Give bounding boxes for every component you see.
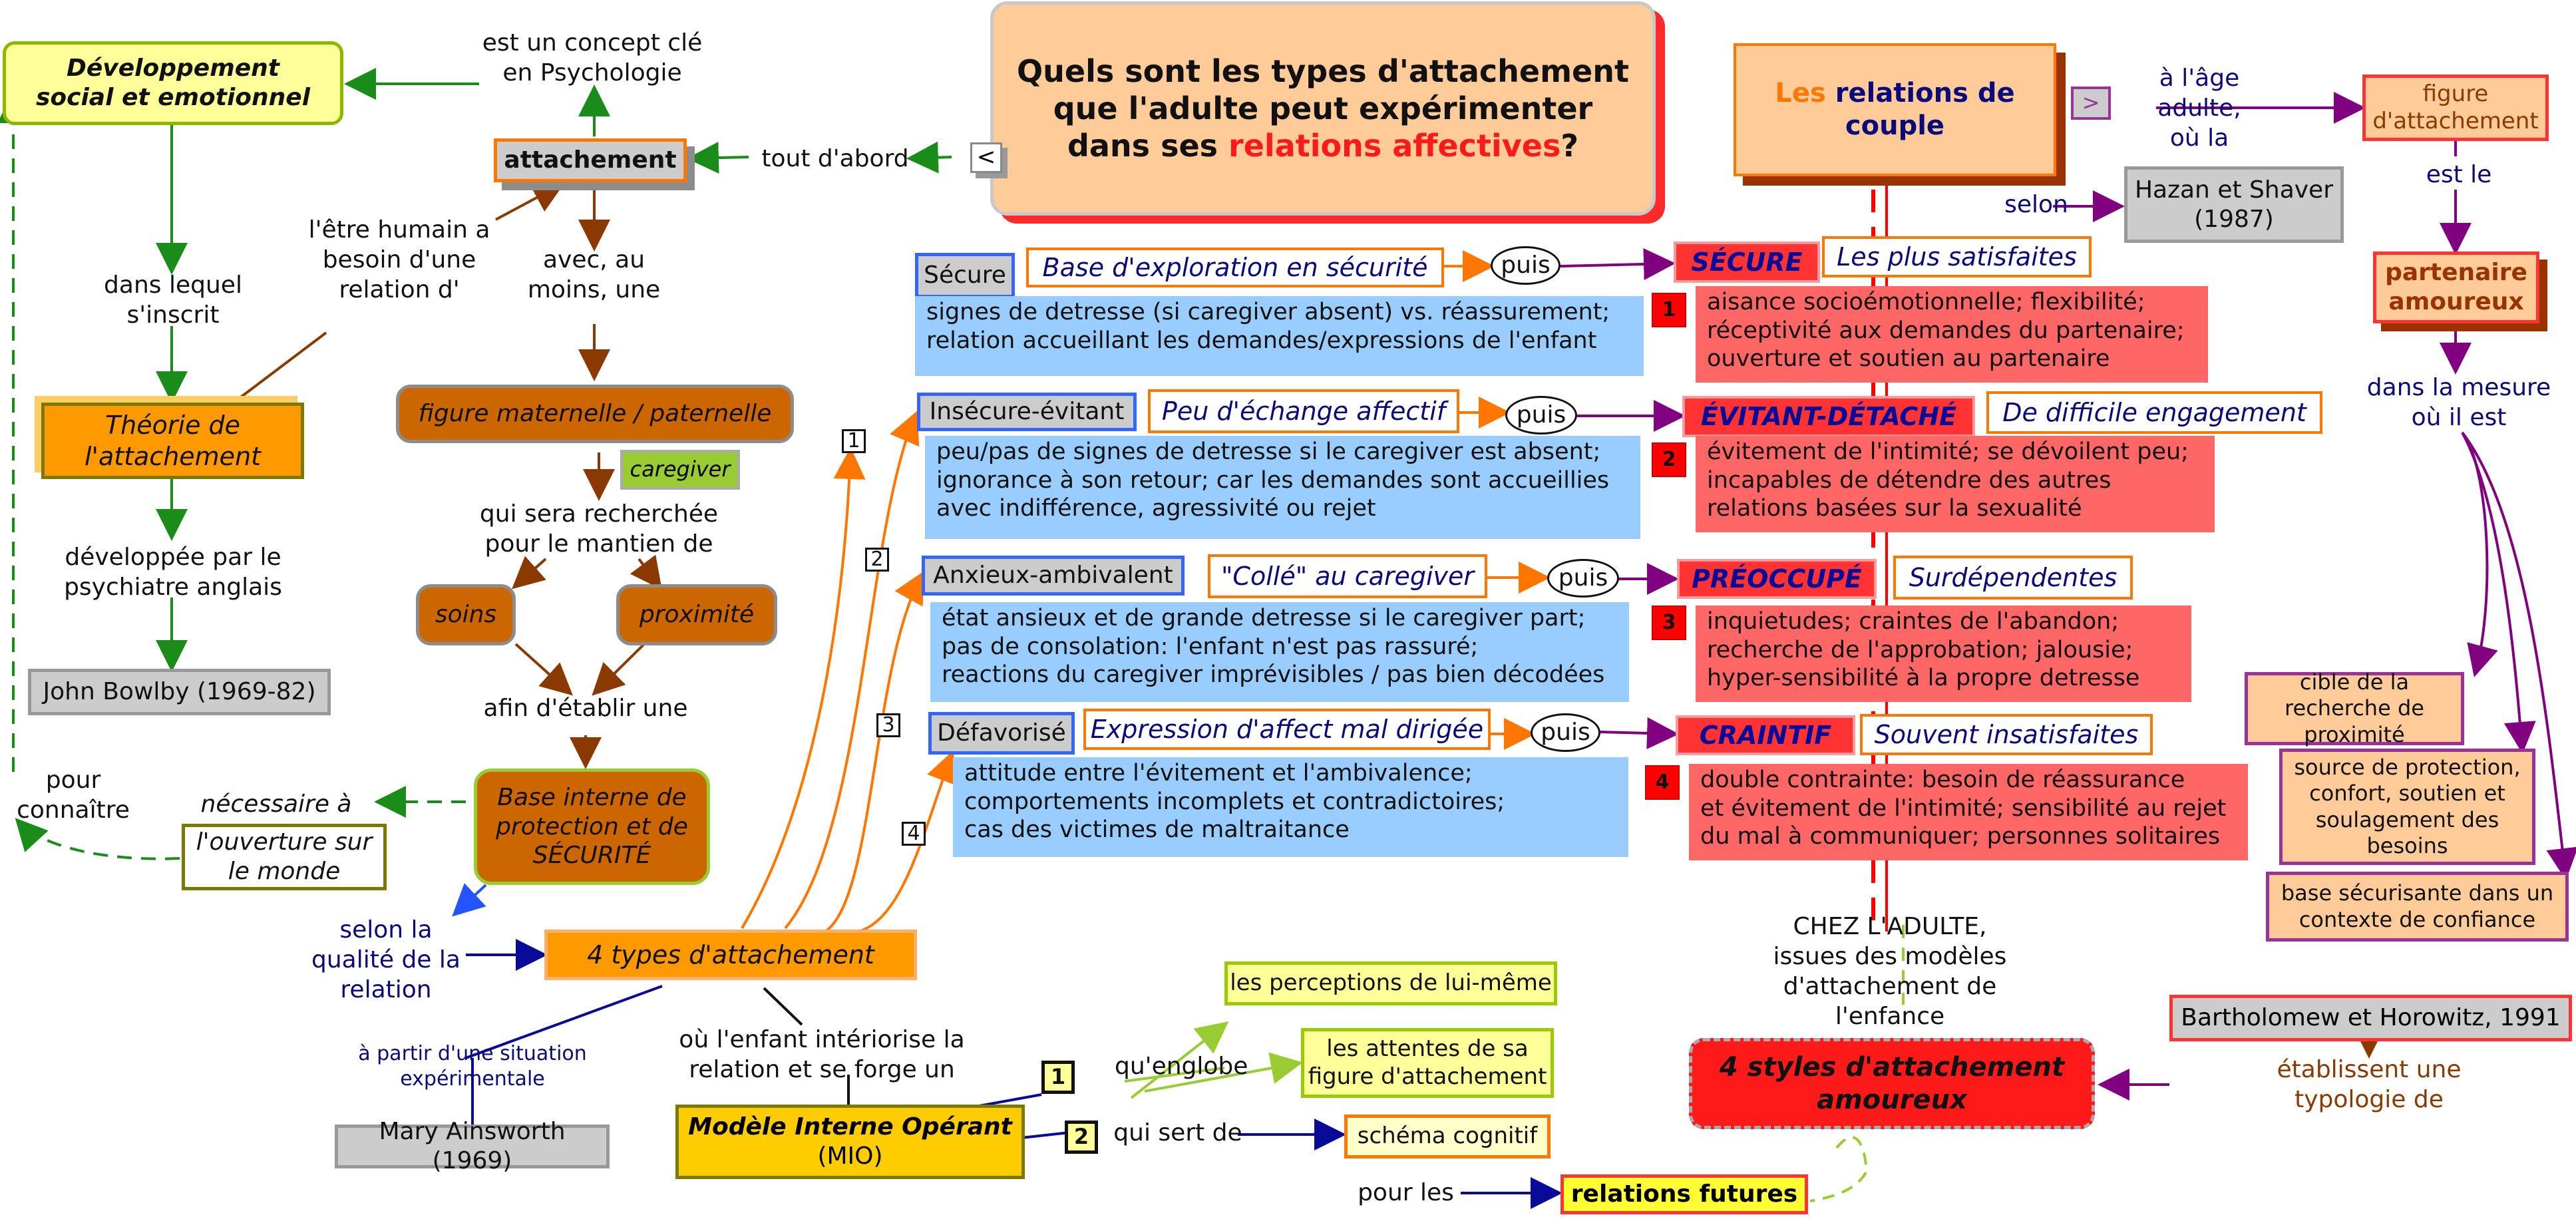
style-preoccupe-desc: Surdépendentes: [1893, 556, 2133, 600]
node-ouverture[interactable]: l'ouverture sur le monde: [182, 824, 387, 890]
label-afin: afin d'établir une: [483, 695, 688, 722]
label-pour-les: pour les: [1358, 1179, 1454, 1206]
node-attentes[interactable]: les attentes de sa figure d'attachement: [1301, 1028, 1554, 1098]
node-perceptions[interactable]: les perceptions de lui-même: [1224, 961, 1557, 1005]
label-qui-sert: qui sert de: [1113, 1119, 1242, 1146]
node-quatre-types[interactable]: 4 types d'attachement: [544, 930, 917, 980]
label-dans-lequel: dans lequel s'inscrit: [104, 271, 242, 329]
label-tout-dabord: tout d'abord: [761, 145, 909, 172]
label-quenglobe: qu'englobe: [1115, 1053, 1248, 1080]
title-line-3: dans ses relations affectives?: [1067, 128, 1579, 164]
node-bartholomew[interactable]: Bartholomew et Horowitz, 1991: [2169, 995, 2572, 1041]
node-attachement[interactable]: attachement: [494, 138, 687, 182]
node-hazan[interactable]: Hazan et Shaver (1987): [2124, 166, 2344, 243]
type-number-1: 1: [842, 429, 866, 453]
node-relations-couple[interactable]: Les relations de couple: [1734, 43, 2056, 176]
style-evitant-desc: De difficile engagement: [1986, 391, 2322, 434]
puis-3: puis: [1547, 559, 1619, 598]
type-defavorise-desc: Expression d'affect mal dirigée: [1083, 709, 1491, 750]
style-evitant-info: évitement de l'intimité; se dévoilent pe…: [1696, 436, 2215, 532]
type-secure-desc: Base d'exploration en sécurité: [1026, 248, 1444, 287]
label-etre-humain: l'être humain a besoin d'une relation d': [308, 216, 490, 303]
style-number-3: 3: [1652, 606, 1686, 640]
label-enfant-interiorise: où l'enfant intériorise la relation et s…: [679, 1026, 965, 1083]
node-dev-social[interactable]: Développement social et emotionnel: [3, 41, 343, 125]
type-secure-info: signes de detresse (si caregiver absent)…: [915, 296, 1644, 376]
style-number-2: 2: [1652, 442, 1686, 477]
style-craintif-desc: Souvent insatisfaites: [1860, 714, 2153, 755]
puis-2: puis: [1505, 396, 1577, 435]
type-secure[interactable]: Sécure: [915, 253, 1015, 298]
node-schema[interactable]: schéma cognitif: [1344, 1115, 1551, 1158]
style-number-4: 4: [1645, 765, 1680, 800]
style-preoccupe-info: inquietudes; craintes de l'abandon;reche…: [1696, 606, 2191, 702]
label-avec-moins: avec, au moins, une: [527, 246, 661, 303]
type-insecure-info: peu/pas de signes de detresse si le care…: [925, 436, 1640, 539]
style-number-1: 1: [1652, 293, 1686, 327]
puis-4: puis: [1531, 713, 1600, 752]
node-mio[interactable]: Modèle Interne Opérant (MIO): [675, 1105, 1025, 1179]
label-est-le: est le: [2426, 161, 2492, 188]
node-base-interne[interactable]: Base interne de protection et de SÉCURIT…: [474, 769, 710, 885]
style-craintif-info: double contrainte: besoin de réassurance…: [1689, 764, 2248, 860]
label-age-adulte: à l'âge adulte, où la: [2157, 65, 2241, 152]
label-selon: selon: [2004, 191, 2068, 218]
node-figure-attachement[interactable]: figure d'attachement: [2362, 75, 2549, 141]
mio-number-2: 2: [1065, 1121, 1098, 1154]
label-etablissent: établissent une typologie de: [2277, 1056, 2462, 1113]
style-secure[interactable]: SÉCURE: [1674, 242, 1820, 283]
style-secure-desc: Les plus satisfaites: [1822, 236, 2092, 277]
style-secure-info: aisance socioémotionnelle; flexibilité;r…: [1696, 286, 2208, 383]
node-caregiver-tag: caregiver: [620, 450, 740, 490]
puis-1: puis: [1491, 246, 1561, 285]
node-source[interactable]: source de protection, confort, soutien e…: [2279, 749, 2535, 865]
label-developpee: développée par le psychiatre anglais: [64, 544, 282, 601]
style-craintif[interactable]: CRAINTIF: [1676, 715, 1855, 755]
type-anxieux-ambivalent[interactable]: Anxieux-ambivalent: [922, 556, 1185, 596]
gt-marker: >: [2071, 87, 2111, 120]
type-anxieux-desc: "Collé" au caregiver: [1208, 554, 1487, 598]
type-number-4: 4: [902, 822, 926, 846]
label-concept-cle: est un concept clé en Psychologie: [482, 29, 703, 87]
type-defavorise[interactable]: Défavorisé: [928, 712, 1075, 755]
type-insecure-desc: Peu d'échange affectif: [1148, 389, 1459, 433]
type-anxieux-info: état ansieux et de grande detresse si le…: [930, 602, 1629, 702]
node-relations-futures[interactable]: relations futures: [1561, 1174, 1808, 1214]
label-necessaire: nécessaire à: [200, 790, 352, 818]
main-title: Quels sont les types d'attachement que l…: [990, 1, 1656, 216]
mio-abbrev: (MIO): [817, 1142, 883, 1170]
style-evitant-detache[interactable]: ÉVITANT-DÉTACHÉ: [1682, 396, 1975, 437]
label-dans-mesure: dans la mesure où il est: [2366, 374, 2551, 431]
label-chez-adulte: CHEZ L'ADULTE, issues des modèles d'atta…: [1773, 913, 2007, 1030]
type-number-3: 3: [876, 713, 900, 737]
node-soins[interactable]: soins: [416, 584, 516, 645]
label-recherchee: qui sera recherchée pour le mantien de: [479, 500, 719, 558]
node-figure-maternelle[interactable]: figure maternelle / paternelle: [396, 385, 794, 443]
type-defavorise-info: attitude entre l'évitement et l'ambivale…: [953, 757, 1628, 857]
label-pour-connaitre: pour connaître: [17, 767, 130, 824]
label-selon-qualite: selon la qualité de la relation: [311, 916, 460, 1003]
node-proximite[interactable]: proximité: [616, 584, 777, 645]
node-partenaire[interactable]: partenaire amoureux: [2373, 252, 2539, 323]
type-number-2: 2: [865, 548, 889, 572]
node-bowlby[interactable]: John Bowlby (1969-82): [28, 669, 331, 715]
label-situation-exp: à partir d'une situation expérimentale: [358, 1042, 587, 1091]
node-quatre-styles[interactable]: 4 styles d'attachement amoureux: [1689, 1038, 2095, 1129]
mio-number-1: 1: [1041, 1061, 1075, 1094]
title-line-1: Quels sont les types d'attachement: [1017, 53, 1629, 89]
node-base-securisante[interactable]: base sécurisante dans un contexte de con…: [2266, 872, 2569, 942]
type-insecure-evitant[interactable]: Insécure-évitant: [917, 393, 1137, 431]
mio-title: Modèle Interne Opérant: [688, 1113, 1012, 1141]
node-theorie[interactable]: Théorie de l'attachement: [41, 403, 304, 479]
node-ainsworth[interactable]: Mary Ainsworth (1969): [335, 1118, 610, 1174]
title-line-2: que l'adulte peut expérimenter: [1053, 90, 1593, 126]
style-preoccupe[interactable]: PRÉOCCUPÉ: [1677, 559, 1877, 599]
lt-marker: <: [970, 142, 1002, 173]
node-cible[interactable]: cible de la recherche de proximité: [2245, 669, 2464, 747]
